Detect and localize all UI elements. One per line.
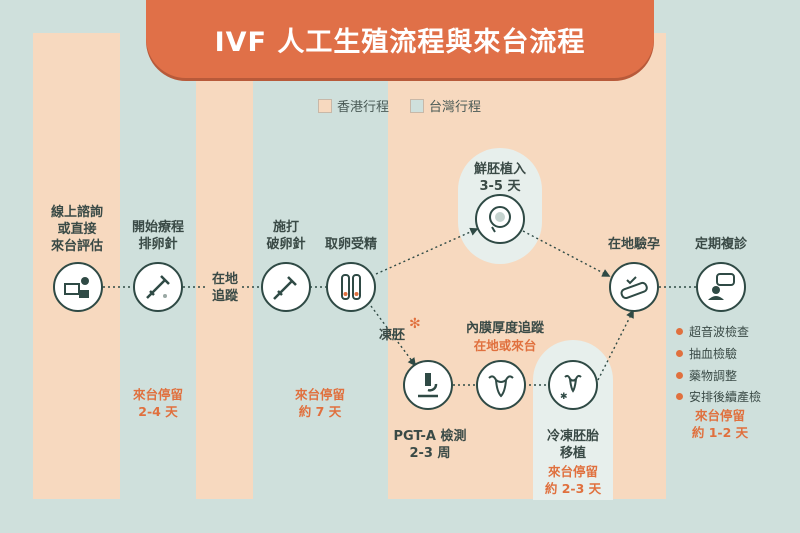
pregnancy-test-icon: [609, 262, 659, 312]
svg-text:✱: ✱: [560, 392, 568, 402]
doctor-chat-icon: [696, 262, 746, 312]
stay-4: 來台停留 約 1-2 天: [691, 408, 749, 440]
page-title: IVF 人工生殖流程與來台流程: [214, 27, 586, 58]
uterus-icon: [476, 360, 526, 410]
snowflake-icon: ✻: [409, 316, 421, 332]
step-start: 開始療程 排卵針: [131, 220, 184, 252]
trigger-shot-icon: [261, 262, 311, 312]
microscope-icon: [403, 360, 453, 410]
consult-icon: [53, 262, 103, 312]
stay-1: 來台停留 2-4 天: [132, 387, 183, 419]
injection-icon: [133, 262, 183, 312]
step-fet: 冷凍胚胎 移植: [546, 429, 599, 461]
step-trigger: 施打 破卵針: [266, 220, 306, 252]
legend-hk-label: 香港行程: [337, 100, 390, 115]
followup-item: 抽血檢驗: [676, 345, 737, 362]
step-pregnancy: 在地驗孕: [607, 237, 660, 252]
stay-3: 來台停留 約 2-3 天: [544, 464, 602, 496]
step-track: 在地 追蹤: [211, 272, 238, 304]
step-pgt: PGT-A 檢測 2-3 周: [393, 429, 467, 461]
embryo-sperm-icon: [475, 194, 525, 244]
followup-item: 藥物調整: [676, 367, 737, 384]
step-consult: 線上諮詢 或直接 來台評估: [50, 205, 103, 254]
test-tube-icon: [326, 262, 376, 312]
legend-tw-label: 台灣行程: [429, 100, 482, 115]
step-retrieve: 取卵受精: [324, 237, 377, 252]
step-lining-location: 在地或來台: [473, 338, 537, 353]
legend-tw: 台灣行程: [410, 96, 481, 115]
hk-band-2: [196, 33, 253, 499]
step-lining: 內膜厚度追蹤: [465, 321, 544, 336]
title-banner: [146, 0, 654, 78]
followup-item: 安排後續產檢: [676, 388, 761, 405]
followup-item: 超音波檢查: [676, 323, 749, 340]
stay-2: 來台停留 約 7 天: [294, 387, 345, 419]
legend-hk-swatch: [318, 98, 332, 113]
step-fresh: 鮮胚植入 3-5 天: [473, 162, 526, 194]
step-followup: 定期複診: [694, 237, 747, 252]
step-freeze: 凍胚: [378, 328, 405, 343]
legend-hk: 香港行程: [318, 96, 389, 115]
legend-tw-swatch: [410, 98, 424, 113]
frozen-uterus-icon: ✱: [548, 360, 598, 410]
